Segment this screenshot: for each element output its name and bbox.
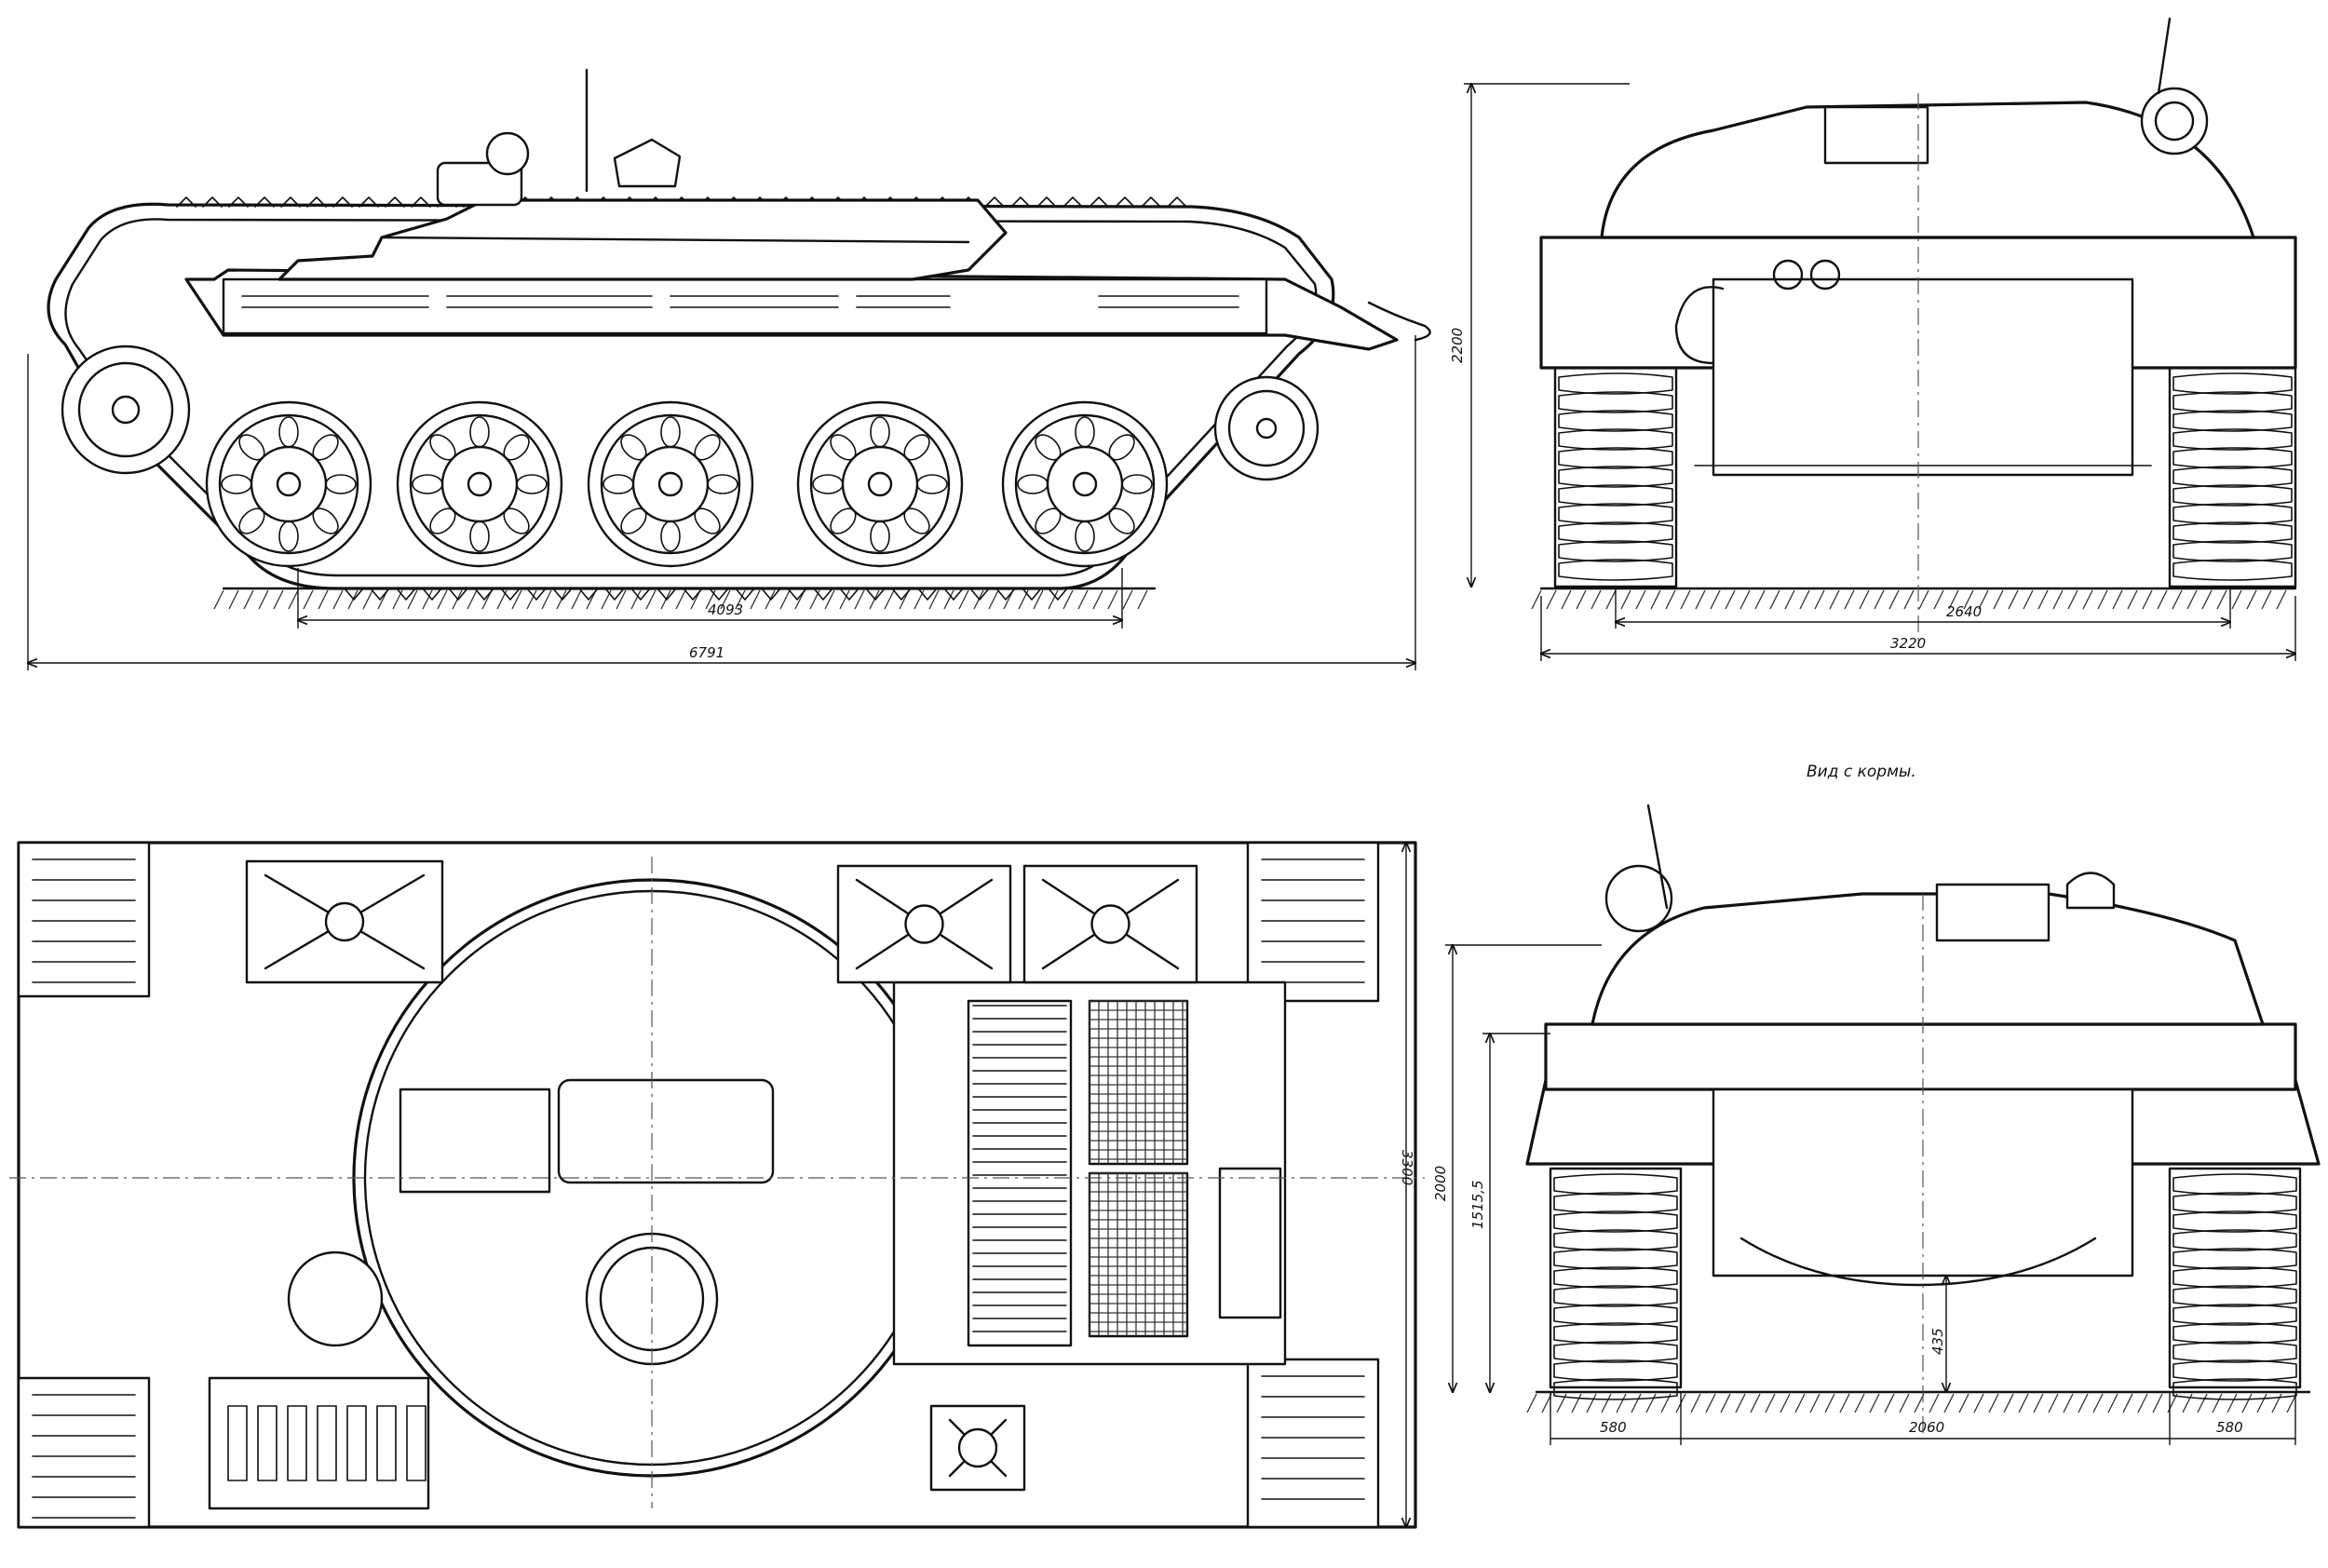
rear-louver-box [208, 1376, 430, 1510]
dim-track: 2640 [1946, 603, 1982, 620]
searchlight [485, 131, 530, 176]
rear-hull [1544, 1022, 2297, 1091]
right-track [2168, 366, 2297, 588]
cable [1674, 286, 1725, 365]
dim-height-front: 2200 [1449, 328, 1466, 363]
hull-nose [1712, 277, 2134, 477]
rear-view: Вид с кормы. 2000 1515,5 435 [1432, 763, 2321, 1445]
dim-clearance: 435 [1929, 1328, 1946, 1355]
cupola-front [1823, 105, 1929, 165]
stowage-box [245, 859, 444, 984]
road-wheel [396, 400, 563, 568]
dim-width-top: 3300 [1399, 1150, 1415, 1185]
tow-cable [1739, 1237, 2097, 1287]
dim-length: 6791 [689, 644, 724, 661]
right-front-fender [1246, 841, 1380, 1003]
rear-right-track [2168, 1167, 2302, 1400]
searchlight-front [2140, 87, 2209, 155]
hull-side [222, 277, 1268, 335]
right-rear-fender [1246, 1358, 1380, 1529]
dim-right-track: 580 [2216, 1419, 2243, 1436]
rear-view-caption: Вид с кормы. [1807, 763, 1916, 781]
antenna-rear [1646, 804, 1669, 910]
ground-hatch [1531, 587, 2297, 610]
ground-hatch [1526, 1390, 2311, 1413]
road-wheel [796, 400, 964, 568]
road-wheels [205, 400, 1169, 568]
superstructure-front [1600, 101, 2255, 239]
hatch-plate [399, 1088, 551, 1194]
exhaust [1367, 301, 1431, 342]
dim-between-tracks: 2060 [1909, 1419, 1944, 1436]
antenna-front [2157, 17, 2172, 95]
rear-left-track [1549, 1167, 1683, 1400]
dim-hull-rear: 1515,5 [1469, 1181, 1486, 1230]
stowage-box [1022, 864, 1198, 984]
rear-superstructure [1590, 892, 2265, 1026]
searchlight-rear [1604, 864, 1673, 933]
left-rear-fender [17, 1376, 151, 1529]
radiator-grille [967, 999, 1073, 1347]
road-wheel [587, 400, 754, 568]
mesh-panel-2 [1088, 1171, 1189, 1338]
front-view: 2200 2640 3220 [1449, 17, 2297, 661]
rear-idler [1213, 375, 1320, 481]
dim-width-front: 3220 [1890, 635, 1926, 652]
track-outline [47, 202, 1335, 590]
mesh-panel-1 [1088, 999, 1189, 1166]
dim-height-rear: 2000 [1432, 1166, 1449, 1201]
road-wheel [1001, 400, 1169, 568]
stowage-box [929, 1404, 1026, 1492]
dim-wheelbase: 4093 [708, 602, 743, 618]
vent-panel [1218, 1167, 1282, 1319]
hatch [613, 138, 682, 188]
side-view: 4093 6791 [28, 68, 1431, 670]
cupola-rear [1935, 883, 2051, 942]
left-track [1553, 366, 1678, 588]
dim-left-track: 580 [1600, 1419, 1627, 1436]
stowage-box [836, 864, 1012, 984]
cupola-top [287, 1250, 384, 1347]
top-view: 3300 [9, 841, 1425, 1529]
road-wheel [205, 400, 372, 568]
front-sprocket [61, 345, 191, 475]
left-front-fender [17, 841, 151, 998]
periscope-block [557, 1078, 775, 1184]
